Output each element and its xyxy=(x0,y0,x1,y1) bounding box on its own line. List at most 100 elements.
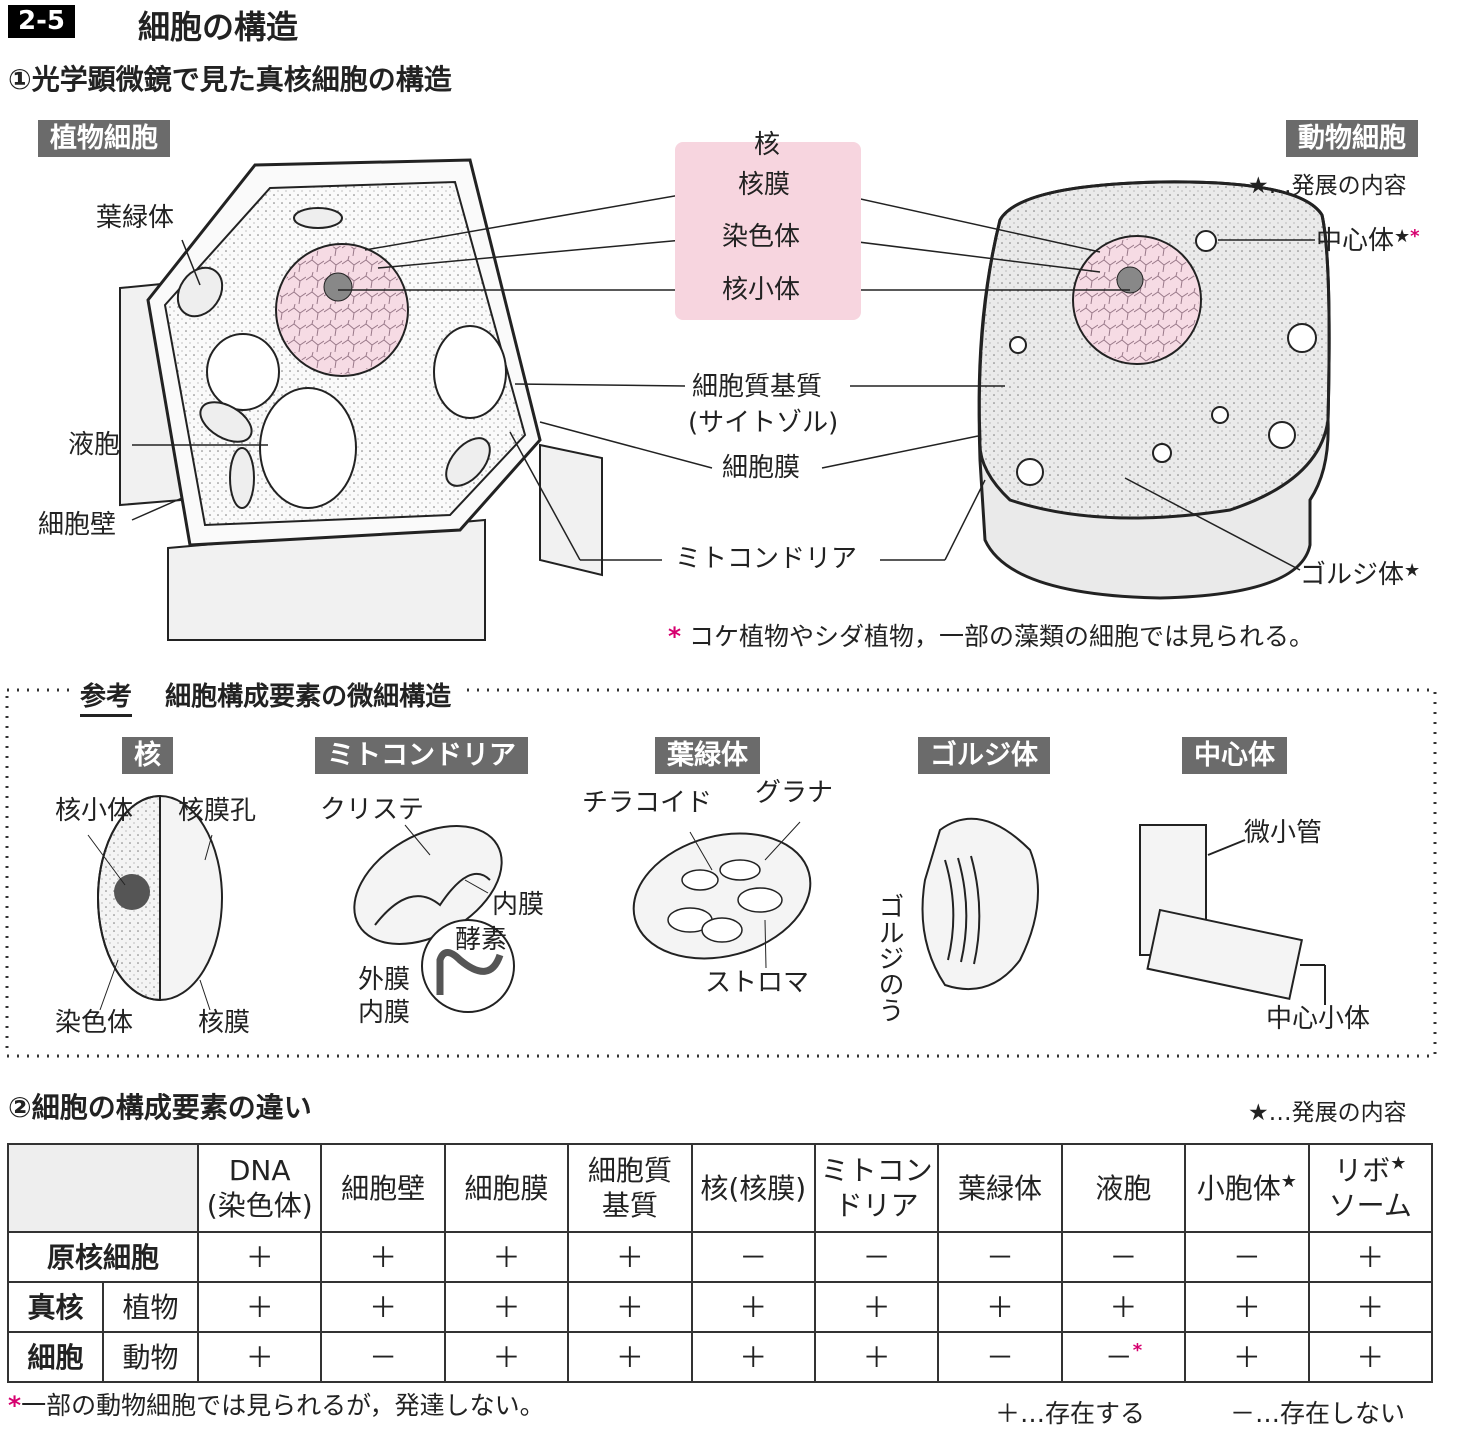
cell-prok-wall: ＋ xyxy=(320,1231,446,1283)
centrosome-detail xyxy=(1139,824,1326,1005)
table-corner xyxy=(7,1143,199,1233)
golgi-detail xyxy=(921,817,1039,991)
cell-prok-chloro: － xyxy=(937,1231,1063,1283)
ref-outer-membrane: 外膜 xyxy=(358,965,411,995)
ref-cristae: クリステ xyxy=(320,795,425,825)
part2-footnote: *一部の動物細胞では見られるが，発達しない。 xyxy=(8,1391,545,1420)
cell-prok-ribo: ＋ xyxy=(1307,1231,1434,1283)
chloroplast-detail xyxy=(632,821,812,969)
col-nucleus: 核(核膜) xyxy=(690,1143,816,1233)
row-eukaryote-line1: 真核 xyxy=(7,1281,104,1333)
ref-nuclear-membrane: 核膜 xyxy=(198,1008,251,1038)
label-vacuole: 液胞 xyxy=(68,430,121,460)
row-prokaryote: 原核細胞 xyxy=(7,1231,199,1283)
label-golgi: ゴルジ体★ xyxy=(1300,560,1421,590)
cell-animal-wall: － xyxy=(320,1331,446,1383)
star-legend-top: ★…発展の内容 xyxy=(1248,173,1407,199)
cell-prok-vacuole: － xyxy=(1060,1231,1187,1283)
cell-plant-nucleus: ＋ xyxy=(690,1281,816,1333)
part1-footnote: * コケ植物やシダ植物，一部の藻類の細胞では見られる。 xyxy=(668,622,1315,651)
reference-heading: 参考 細胞構成要素の微細構造 xyxy=(72,676,460,717)
table-row: 細胞 動物 ＋ － ＋ ＋ ＋ ＋ － －* ＋ ＋ xyxy=(7,1331,1434,1383)
part1-title: ①光学顕微鏡で見た真核細胞の構造 xyxy=(8,63,452,96)
label-cell-wall: 細胞壁 xyxy=(38,510,117,540)
ref-tag-golgi: ゴルジ体 xyxy=(918,737,1050,774)
cell-animal-membrane: ＋ xyxy=(443,1331,570,1383)
label-chloroplast: 葉緑体 xyxy=(96,203,175,233)
ref-stroma: ストロマ xyxy=(705,968,810,998)
cell-prok-membrane: ＋ xyxy=(443,1231,570,1283)
cell-plant-mito: ＋ xyxy=(813,1281,940,1333)
ref-centriole: 中心小体 xyxy=(1266,1004,1371,1034)
cell-plant-ribo: ＋ xyxy=(1307,1281,1434,1333)
ref-chromosome: 染色体 xyxy=(55,1008,134,1038)
label-nuclear-membrane: 核膜 xyxy=(738,170,791,200)
label-cytoplasmic-matrix: 細胞質基質 xyxy=(692,372,823,402)
ref-grana: グラナ xyxy=(755,778,834,808)
col-vacuole: 液胞 xyxy=(1060,1143,1187,1233)
label-cytosol: (サイトゾル) xyxy=(688,408,839,438)
section-number: 2-5 xyxy=(8,5,75,38)
ref-tag-centrosome: 中心体 xyxy=(1182,737,1287,774)
part2-title: ②細胞の構成要素の違い xyxy=(8,1091,312,1124)
cell-animal-chloro: － xyxy=(937,1331,1063,1383)
plant-cell-drawing xyxy=(119,158,603,641)
ref-inner-membrane-2: 内膜 xyxy=(358,998,411,1028)
table-row: 真核 植物 ＋ ＋ ＋ ＋ ＋ ＋ ＋ ＋ ＋ ＋ xyxy=(7,1281,1434,1333)
animal-cell-drawing xyxy=(977,180,1331,600)
col-dna: DNA(染色体) xyxy=(196,1143,323,1233)
cell-prok-matrix: ＋ xyxy=(567,1231,693,1283)
label-nucleus: 核 xyxy=(754,130,781,160)
row-eukaryote-line2: 細胞 xyxy=(7,1331,104,1383)
ref-nuclear-pore: 核膜孔 xyxy=(178,796,257,826)
label-centrosome: 中心体★* xyxy=(1316,226,1420,256)
reference-frame xyxy=(5,688,1437,1058)
nucleus-detail xyxy=(87,794,223,1011)
col-cytoplasmic-matrix: 細胞質基質 xyxy=(567,1143,693,1233)
col-mitochondria: ミトコンドリア xyxy=(813,1143,940,1233)
col-chloroplast: 葉緑体 xyxy=(937,1143,1063,1233)
legend-minus: －…存在しない xyxy=(1230,1399,1406,1428)
cell-plant-matrix: ＋ xyxy=(567,1281,693,1333)
cell-prok-dna: ＋ xyxy=(196,1231,323,1283)
row-animal: 動物 xyxy=(102,1331,199,1383)
ref-tag-chloroplast: 葉緑体 xyxy=(655,737,760,774)
ref-microtubule: 微小管 xyxy=(1244,818,1323,848)
legend-plus: ＋…存在する xyxy=(995,1399,1146,1428)
ref-enzyme: 酵素 xyxy=(455,925,508,955)
cell-animal-dna: ＋ xyxy=(196,1331,323,1383)
label-mitochondria: ミトコンドリア xyxy=(675,544,858,574)
col-er: 小胞体★ xyxy=(1184,1143,1310,1233)
leader-lines xyxy=(131,185,1315,571)
cell-plant-membrane: ＋ xyxy=(443,1281,570,1333)
cell-animal-vacuole: －* xyxy=(1060,1331,1187,1383)
animal-cell-tag: 動物細胞 xyxy=(1286,120,1418,157)
ref-inner-membrane-1: 内膜 xyxy=(492,890,545,920)
mitochondria-detail xyxy=(353,824,515,1013)
label-chromosome: 染色体 xyxy=(722,222,801,252)
ref-tag-nucleus: 核 xyxy=(122,737,173,774)
cell-prok-nucleus: － xyxy=(690,1231,816,1283)
plant-cell-tag: 植物細胞 xyxy=(38,120,170,157)
label-nucleolus: 核小体 xyxy=(722,275,801,305)
ref-tag-mitochondria: ミトコンドリア xyxy=(315,737,528,774)
cell-plant-wall: ＋ xyxy=(320,1281,446,1333)
cell-plant-er: ＋ xyxy=(1184,1281,1310,1333)
cell-animal-ribo: ＋ xyxy=(1307,1331,1434,1383)
row-plant: 植物 xyxy=(102,1281,199,1333)
cell-prok-er: － xyxy=(1184,1231,1310,1283)
col-cell-membrane: 細胞膜 xyxy=(443,1143,570,1233)
cell-plant-chloro: ＋ xyxy=(937,1281,1063,1333)
ref-nucleolus: 核小体 xyxy=(55,796,134,826)
cell-animal-mito: ＋ xyxy=(813,1331,940,1383)
star-legend-bottom: ★…発展の内容 xyxy=(1248,1100,1407,1126)
cell-plant-dna: ＋ xyxy=(196,1281,323,1333)
ref-golgi-sac: ゴルジのう xyxy=(874,893,904,1023)
shared-organelles-box xyxy=(675,142,861,320)
col-cell-wall: 細胞壁 xyxy=(320,1143,446,1233)
page-title: 細胞の構造 xyxy=(138,8,299,46)
cell-plant-vacuole: ＋ xyxy=(1060,1281,1187,1333)
ref-thylakoid: チラコイド xyxy=(582,788,713,818)
col-ribosome: リボ★ソーム xyxy=(1307,1143,1434,1233)
